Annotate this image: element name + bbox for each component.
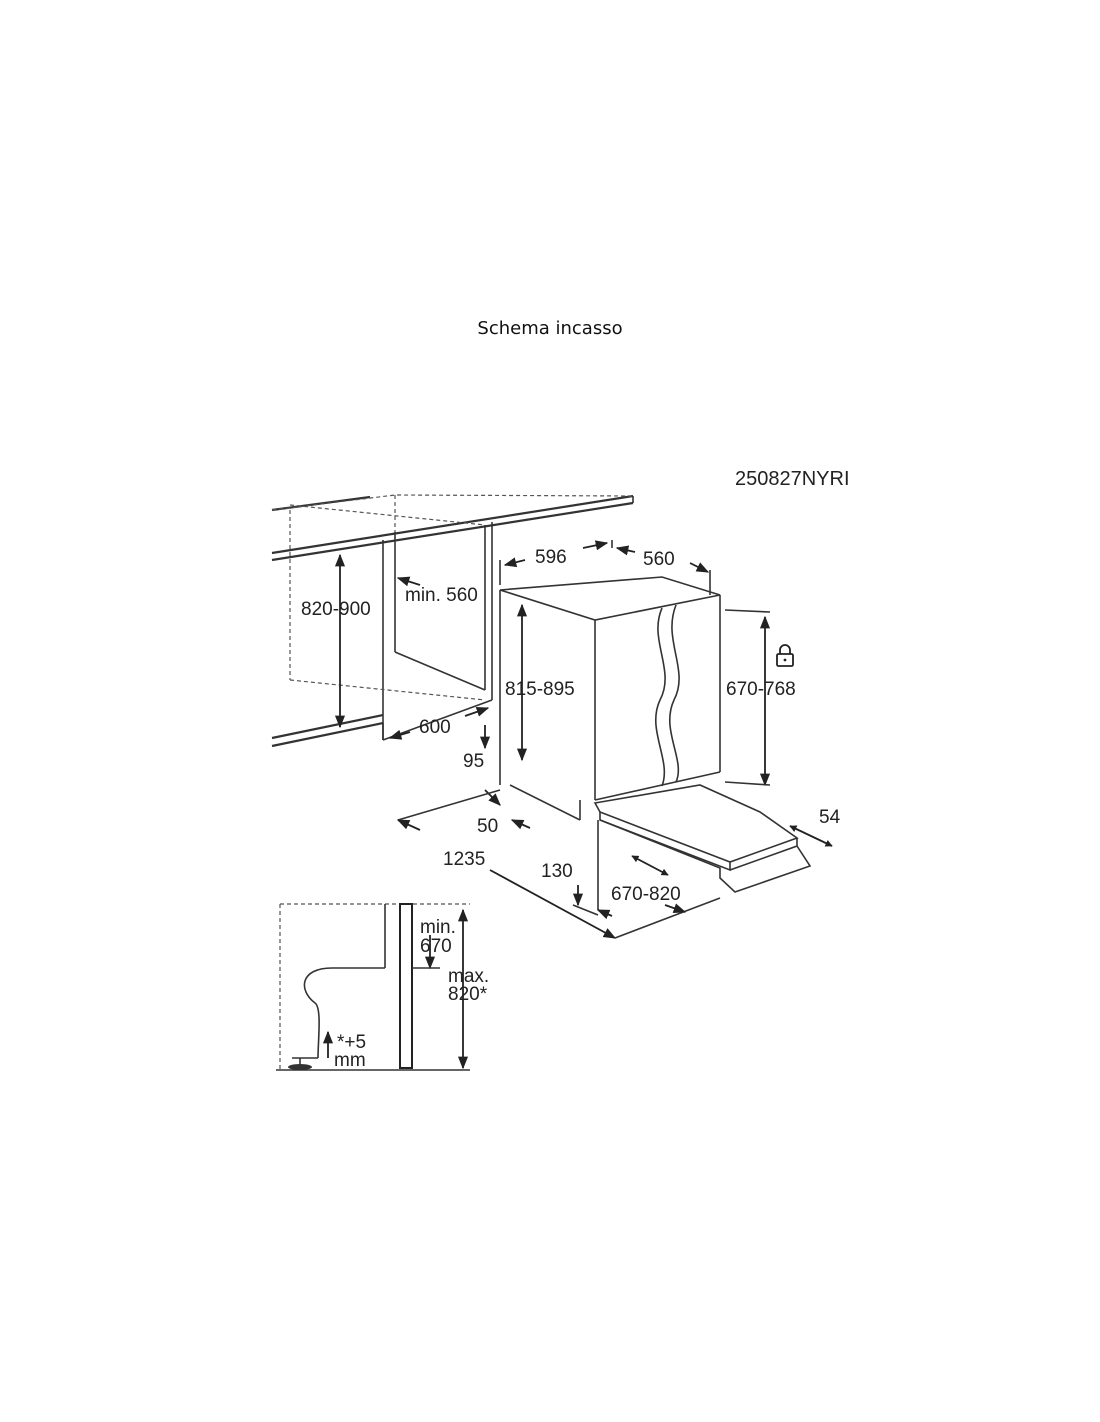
detail-min-label: min. bbox=[420, 917, 456, 938]
detail-inset bbox=[276, 903, 470, 1071]
cabinet-walls bbox=[271, 522, 493, 748]
dim-plinth-gap: 50 bbox=[477, 816, 498, 837]
detail-max-label: max. bbox=[448, 966, 489, 987]
dim-niche-width: 600 bbox=[419, 717, 451, 738]
dimension-lines bbox=[334, 540, 833, 939]
dim-door-travel: 670-820 bbox=[611, 884, 681, 905]
dim-door-gap: 54 bbox=[819, 807, 841, 828]
countertop bbox=[271, 494, 634, 680]
page-title: Schema incasso bbox=[477, 318, 623, 339]
dim-niche-min-depth: min. 560 bbox=[405, 585, 478, 606]
dim-niche-height: 820-900 bbox=[301, 599, 371, 620]
dishwasher-body bbox=[499, 576, 721, 821]
dim-appliance-width: 596 bbox=[535, 547, 567, 568]
dim-appliance-height: 815-895 bbox=[505, 679, 575, 700]
dim-plinth-depth: 130 bbox=[541, 861, 573, 882]
detail-max-value: 820* bbox=[448, 984, 488, 1005]
model-code: 250827NYRI bbox=[735, 468, 850, 490]
detail-adjust-unit: mm bbox=[334, 1050, 366, 1071]
dim-total-depth: 1235 bbox=[443, 849, 485, 870]
detail-min-value: 670 bbox=[420, 936, 452, 957]
dim-door-height: 670-768 bbox=[726, 679, 796, 700]
door-panel bbox=[593, 784, 812, 893]
dim-appliance-depth: 560 bbox=[643, 549, 675, 570]
dim-plinth-offset: 95 bbox=[463, 751, 484, 772]
detail-adjust-label: *+5 bbox=[337, 1032, 366, 1053]
lock-icon bbox=[776, 644, 794, 667]
